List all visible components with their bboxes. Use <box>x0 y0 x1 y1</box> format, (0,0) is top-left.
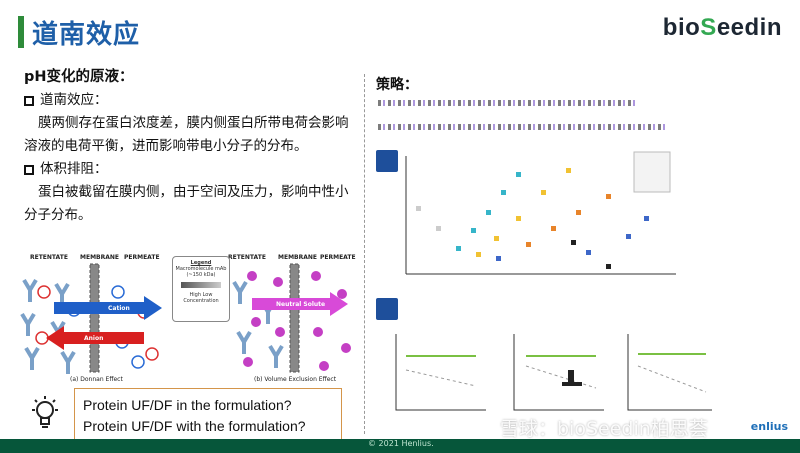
panel-b-charts <box>395 334 712 411</box>
square-bullet-icon <box>24 164 34 175</box>
panel-a-chart <box>405 151 676 275</box>
question-box: Protein UF/DF in the formulation? Protei… <box>74 388 342 440</box>
figure-label: MEMBRANE <box>278 254 317 261</box>
bullet-donnan: 道南效应： <box>24 89 354 112</box>
company-logo-text: enlius <box>750 420 788 433</box>
legend-gradient-arrow <box>181 282 221 288</box>
panel-b-badge <box>376 298 398 320</box>
blurred-text-line <box>378 100 636 106</box>
figure-label: PERMEATE <box>124 254 160 261</box>
bullet-text: 蛋白被截留在膜内侧，由于空间及压力，影响中性小分子分布。 <box>24 184 349 223</box>
neutral-solute-icons <box>243 271 351 371</box>
cation-label: Cation <box>108 305 130 312</box>
figure-label: PERMEATE <box>320 254 356 261</box>
anion-arrow <box>46 326 144 350</box>
square-bullet-icon <box>24 95 34 106</box>
question-line: Protein UF/DF with the formulation? <box>83 418 306 434</box>
column-divider <box>364 74 365 434</box>
question-line: Protein UF/DF in the formulation? <box>83 397 292 413</box>
anion-label: Anion <box>84 335 104 342</box>
membrane-right <box>289 263 300 373</box>
lightbulb-icon <box>32 396 58 428</box>
figure-art <box>20 263 351 374</box>
page-title: 道南效应 <box>32 19 141 50</box>
effect-figure: RETENTATE MEMBRANE PERMEATE RETENTATE ME… <box>12 246 360 388</box>
neutral-label: Neutral Solute <box>276 301 326 308</box>
cation-arrow <box>54 296 162 320</box>
bullet-label: 道南效应： <box>40 92 108 108</box>
panel-a-badge <box>376 150 398 172</box>
legend-line: Macromolecule mAb <box>175 266 227 272</box>
legend-line: High Low <box>189 292 213 298</box>
legend-box: Legend Macromolecule mAb (~150 kDa) High… <box>172 256 230 322</box>
footer-bar <box>0 439 800 453</box>
title-bar: 道南效应 <box>18 14 140 50</box>
bullet-volume: 体积排阻： <box>24 158 354 181</box>
legend-title: Legend <box>190 260 212 266</box>
figure-label: MEMBRANE <box>80 254 119 261</box>
membrane-left <box>89 263 100 373</box>
brand-logo: bioSeedin <box>662 14 782 41</box>
copyright-text: © 2021 Henlius. <box>368 439 434 448</box>
section-heading: pH变化的原液： <box>24 69 134 85</box>
figure-label: RETENTATE <box>228 254 266 261</box>
blurred-text-line <box>378 124 666 130</box>
caption-volume: (b) Volume Exclusion Effect <box>254 376 337 383</box>
bullet-label: 体积排阻： <box>40 161 108 177</box>
caption-donnan: (a) Donnan Effect <box>70 376 123 383</box>
left-column: pH变化的原液： 道南效应： 膜两侧存在蛋白浓度差，膜内侧蛋白所带电荷会影响溶液… <box>24 66 354 227</box>
watermark-text: 雪球：bioSeedin柏思荟 <box>500 418 708 440</box>
legend-line: (~150 kDa) <box>186 272 216 278</box>
bullet-text: 膜两侧存在蛋白浓度差，膜内侧蛋白所带电荷会影响溶液的电荷平衡，进而影响带电小分子… <box>24 115 349 154</box>
figure-label: RETENTATE <box>30 254 68 261</box>
neutral-arrow <box>252 292 348 316</box>
strategy-heading: 策略： <box>376 77 418 93</box>
title-accent-bar <box>18 16 24 48</box>
legend-line: Concentration <box>183 298 219 304</box>
